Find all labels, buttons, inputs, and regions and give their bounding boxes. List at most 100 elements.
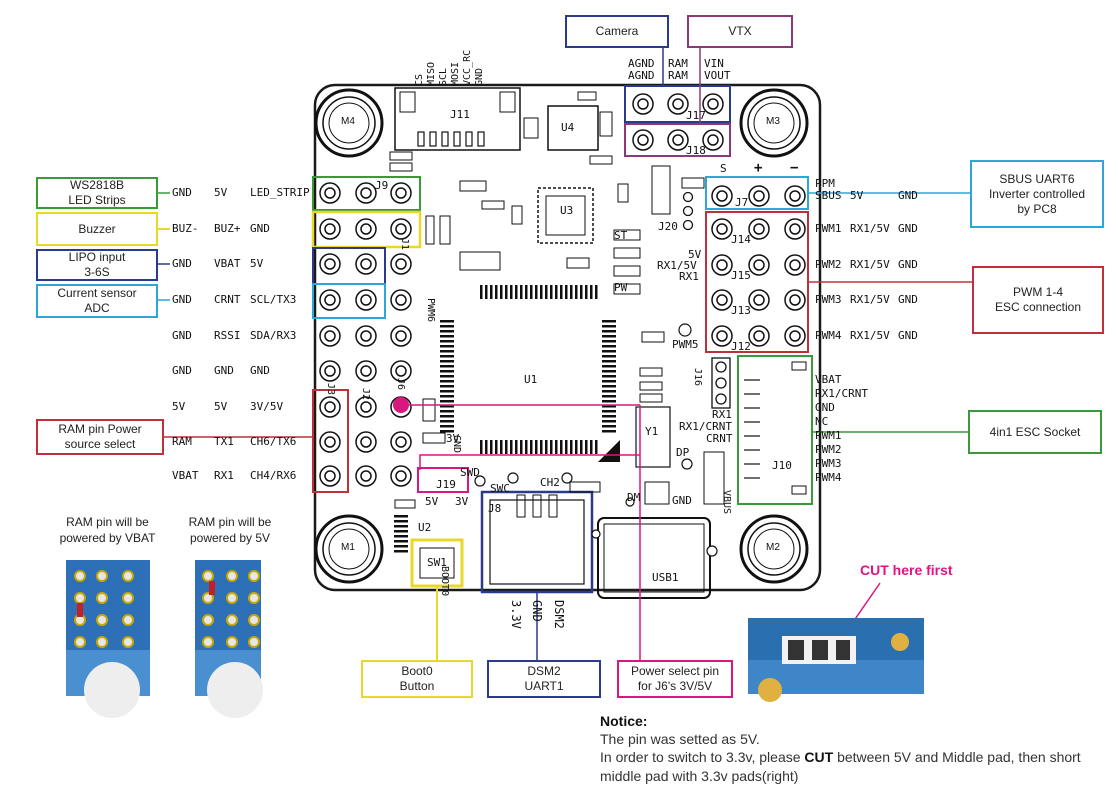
u2-label: U2 [418, 521, 432, 534]
left-pin-hole-inner [395, 365, 407, 377]
left-pin-hole-inner [360, 223, 372, 235]
left-pin-label: SDA/RX3 [250, 329, 297, 342]
left-pin-hole-inner [395, 294, 407, 306]
sel-5v-label: 5V [425, 495, 439, 508]
left-pin-label: RX1 [214, 469, 234, 482]
gnd-label: GND [672, 494, 692, 507]
j8-label: J8 [488, 502, 502, 515]
left-pin-hole-inner [360, 187, 372, 199]
dp-label: DP [676, 446, 690, 459]
ppm-label: PPM [815, 177, 835, 190]
left-pin-label: SCL/TX3 [250, 293, 297, 306]
left-pin-label: GND [250, 222, 270, 235]
sel-3v-label: 3V [455, 495, 469, 508]
left-pin-hole-inner [360, 294, 372, 306]
top-pin-label: VCC_RC [462, 49, 473, 86]
j12-label: J12 [731, 340, 751, 353]
left-pin-hole-inner [395, 187, 407, 199]
callout-ws2818b: WS2818B LED Strips [36, 177, 158, 209]
pwm5-label: PWM5 [672, 338, 699, 351]
board-outline [313, 83, 822, 592]
right-pin-label: RX1/5V [850, 329, 890, 342]
esc-pin-label: GND [815, 401, 835, 414]
right-pin-hole-inner [789, 259, 801, 271]
notice-block: Notice: The pin was setted as 5V. In ord… [600, 712, 1110, 785]
j11-outline [394, 87, 521, 151]
vbus-label: VBUS [721, 490, 732, 515]
st-label: ST [614, 229, 628, 242]
right-pin-hole-inner [716, 190, 728, 202]
tv-3v-label: 3V [446, 432, 460, 445]
j18-label: J18 [686, 144, 706, 157]
tv-gnd-label: GND [451, 435, 462, 454]
left-pin-hole-inner [324, 470, 336, 482]
j11-label: J11 [450, 108, 470, 121]
esc-pin-label: PWM1 [815, 429, 842, 442]
pw-label: PW [614, 281, 628, 294]
left-pin-hole-inner [324, 401, 336, 413]
left-pin-label: LED_STRIP [250, 186, 310, 199]
right-pin-hole-inner [789, 330, 801, 342]
cut-here-label: CUT here first [860, 562, 953, 578]
j16-rx1crnt-label: RX1/CRNT [679, 420, 732, 433]
left-pin-label: 5V [214, 400, 228, 413]
right-pin-hole-inner [716, 330, 728, 342]
right-pin-label: RX1/5V [850, 258, 890, 271]
left-pin-label: BUZ- [172, 222, 199, 235]
j16-crnt-label: CRNT [706, 432, 733, 445]
cam-vtx-pin-label: VIN [704, 57, 724, 70]
callout-vtx: VTX [687, 15, 793, 48]
j13-label: J13 [731, 304, 751, 317]
dsm2-gnd-label: GND [530, 600, 544, 622]
left-pin-label: BUZ+ [214, 222, 241, 235]
left-pin-label: GND [172, 186, 192, 199]
right-pin-label: RX1/5V [850, 222, 890, 235]
right-pin-label: GND [898, 329, 918, 342]
top-pin-label: SCL [438, 67, 449, 86]
u4-label: U4 [561, 121, 575, 134]
left-pin-hole-inner [360, 365, 372, 377]
j2-label: J2 [360, 388, 371, 401]
j10-label: J10 [772, 459, 792, 472]
j1-label: J1 [399, 238, 410, 251]
cam-vtx-pin-label: VOUT [704, 69, 731, 82]
mount-hole-m4 [314, 88, 384, 158]
right-pin-hole-inner [789, 190, 801, 202]
left-pin-label: 3V/5V [250, 400, 284, 413]
right-pin-hole-inner [753, 223, 765, 235]
left-pin-hole-inner [395, 330, 407, 342]
notice-title: Notice: [600, 713, 648, 729]
u3-label: U3 [560, 204, 574, 217]
left-pin-label: 5V [172, 400, 186, 413]
left-pin-hole-inner [395, 258, 407, 270]
notice-line1: The pin was setted as 5V. [600, 731, 760, 748]
j15-label: J15 [731, 269, 751, 282]
left-pin-hole-inner [360, 401, 372, 413]
pwm6-label: PWM6 [425, 298, 436, 323]
top-pin-label: CS [414, 73, 425, 86]
j17-label: J17 [686, 109, 706, 122]
dsm2-dsm2-label: DSM2 [552, 600, 566, 629]
j7-label: J7 [735, 196, 749, 209]
j20-label: J20 [658, 220, 678, 233]
right-pin-hole-inner [716, 223, 728, 235]
dsm2-33v-label: 3.3V [509, 600, 523, 629]
left-pin-label: RSSI [214, 329, 241, 342]
esc-pin-label: NC [815, 415, 829, 428]
left-pin-label: VBAT [214, 257, 241, 270]
j16-rx1-label: RX1 [712, 408, 732, 421]
j19-label: J19 [436, 478, 456, 491]
left-pin-label: GND [172, 364, 192, 377]
callout-sbus: SBUS UART6 Inverter controlled by PC8 [970, 160, 1104, 228]
usb1-label: USB1 [652, 571, 679, 584]
esc-pin-label: VBAT [815, 373, 842, 386]
mount-hole-m1 [314, 514, 384, 584]
left-pin-hole-inner [324, 223, 336, 235]
left-pin-hole-inner [324, 294, 336, 306]
left-pin-hole-inner [324, 436, 336, 448]
m3-label: M3 [766, 116, 780, 127]
right-pin-label: PWM3 [815, 293, 842, 306]
callout-dsm2: DSM2 UART1 [487, 660, 601, 698]
left-pin-hole-inner [360, 258, 372, 270]
